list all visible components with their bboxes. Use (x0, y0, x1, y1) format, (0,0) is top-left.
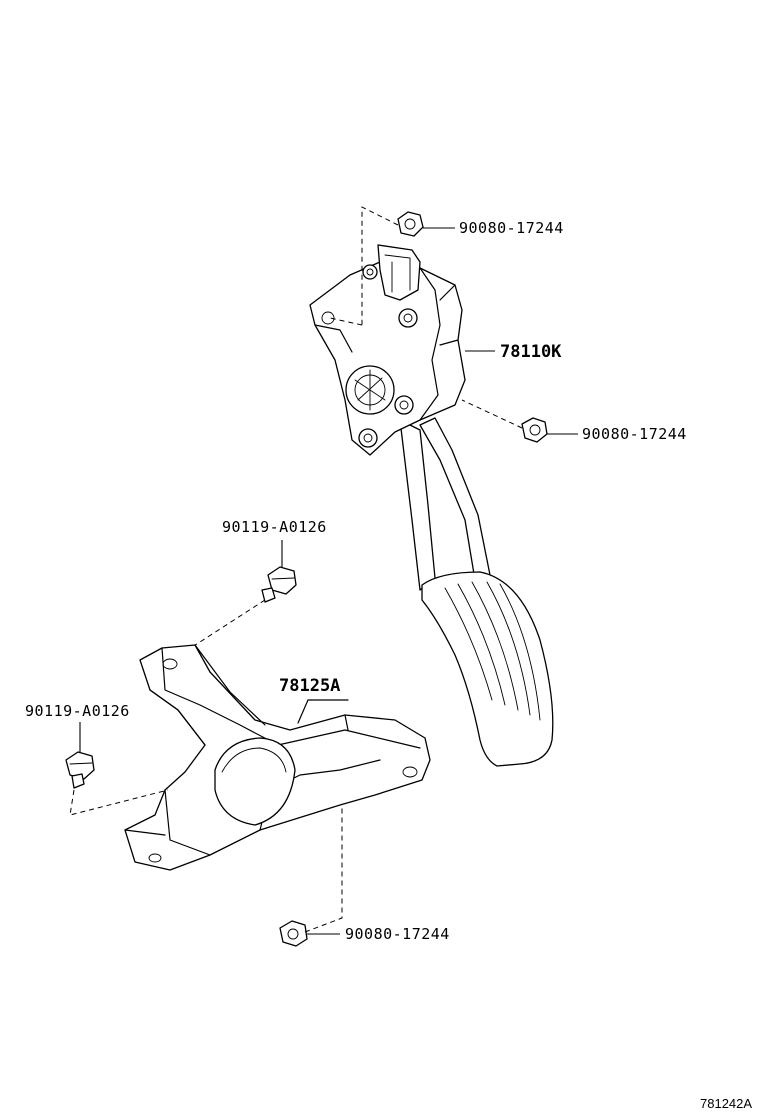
pedal-bracket (124, 644, 431, 871)
accelerator-pedal-assembly (309, 244, 554, 767)
diagram-reference-code: 781242A (700, 1096, 752, 1111)
callout-nut-right: 90080-17244 (582, 425, 687, 443)
callout-nut-top: 90080-17244 (459, 219, 564, 237)
nut-top-icon (397, 211, 424, 237)
bolt-left-icon (65, 751, 95, 789)
callout-pedal-assembly: 78110K (500, 342, 562, 362)
callout-bracket: 78125A (279, 676, 340, 696)
nut-right-icon (521, 417, 548, 443)
callout-bolt-upper: 90119-A0126 (222, 518, 327, 536)
callout-nut-bottom: 90080-17244 (345, 925, 450, 943)
bolt-upper-icon (261, 566, 297, 603)
nut-bottom-icon (279, 920, 308, 947)
callout-bolt-left: 90119-A0126 (25, 702, 130, 720)
